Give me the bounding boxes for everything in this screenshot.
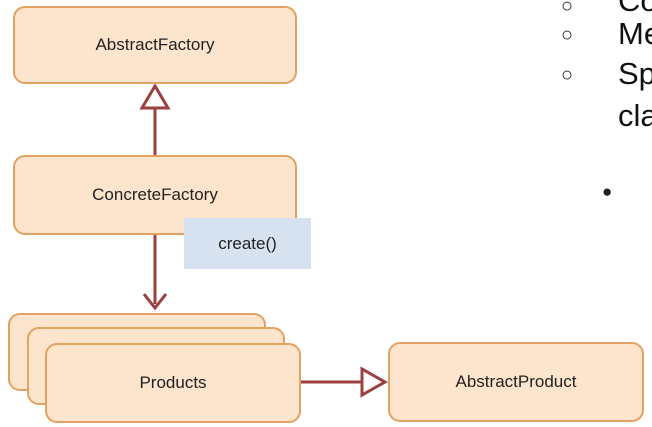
concrete-factory-label: ConcreteFactory xyxy=(92,185,218,204)
bullet-marker-3: ○ xyxy=(561,64,574,86)
bullet-marker-filled: ● xyxy=(602,182,613,201)
abstract-product-box: AbstractProduct xyxy=(388,342,644,422)
bullet-text-3: Sp xyxy=(618,56,652,91)
abstract-factory-box: AbstractFactory xyxy=(13,6,297,84)
create-method-label: create() xyxy=(218,233,277,253)
create-method-note: create() xyxy=(184,218,311,269)
inheritance-arrowhead-right xyxy=(360,366,389,398)
bullet-marker-1: ○ xyxy=(561,0,574,17)
bullet-text-3-continued: cla xyxy=(618,98,652,133)
abstract-product-label: AbstractProduct xyxy=(455,372,577,391)
open-arrowhead-down xyxy=(142,293,168,311)
bullet-text-2: Me xyxy=(618,16,652,51)
products-box: Products xyxy=(45,343,301,423)
abstract-factory-label: AbstractFactory xyxy=(95,35,215,54)
products-label: Products xyxy=(139,373,207,392)
bullet-text-1: Co xyxy=(618,0,652,18)
concrete-factory-box: ConcreteFactory xyxy=(13,155,297,235)
inheritance-arrowhead-top xyxy=(139,83,171,110)
bullet-marker-2: ○ xyxy=(561,24,574,46)
